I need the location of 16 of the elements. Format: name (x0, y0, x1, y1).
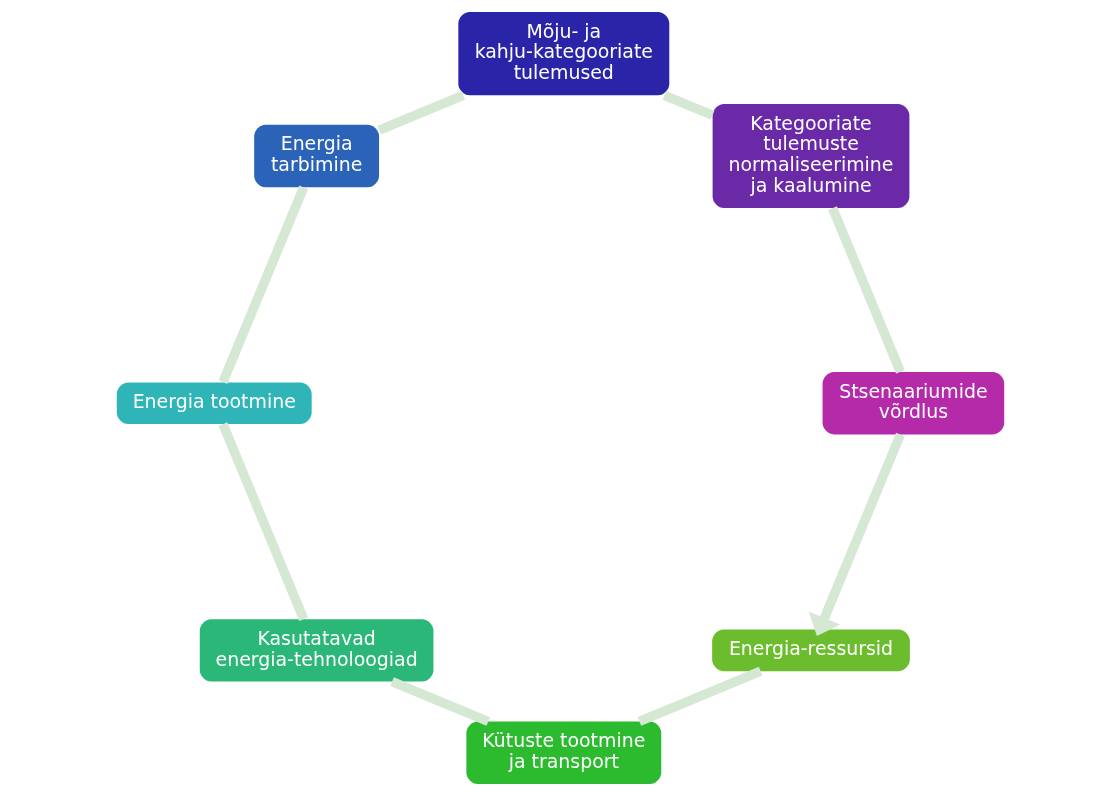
node-box: Energia-ressursid (711, 629, 910, 672)
connector (389, 677, 490, 726)
connector (662, 90, 714, 120)
connector (218, 422, 308, 621)
node-box: Kategooriate tulemuste normaliseerimine ja kaalumine (712, 104, 909, 209)
node-box: Energia tootmine (116, 382, 312, 424)
connector (827, 206, 905, 374)
node-box: Mõju- ja kahju-kategooriate tulemused (457, 12, 669, 96)
connector (218, 185, 308, 384)
node-box: Kasutatavad energia-tehnoloogiad (199, 619, 433, 682)
connector (377, 90, 465, 135)
node-box: Stsenaariumide võrdlus (822, 372, 1004, 435)
node-box: Kütuste tootmine ja transport (465, 721, 661, 784)
connector (637, 666, 762, 726)
node-box: Energia tarbimine (253, 124, 379, 188)
arrow (808, 432, 905, 637)
